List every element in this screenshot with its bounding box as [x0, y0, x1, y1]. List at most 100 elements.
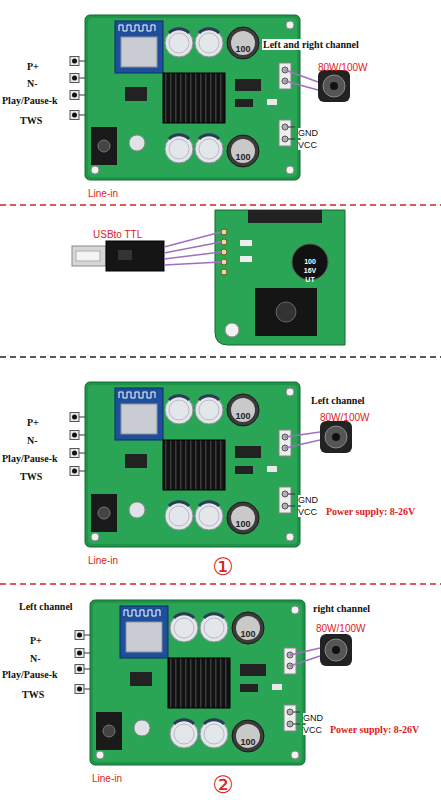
label-holder: Line-in: [92, 768, 122, 786]
divider: [0, 583, 441, 585]
label-holder: 100: [235, 405, 250, 423]
usb-plug: [76, 251, 100, 261]
callout-label: 80W/100W: [318, 62, 367, 73]
label-holder: Left and right channel: [262, 34, 360, 52]
callout-label: Line-in: [92, 773, 122, 784]
label-holder: Line-in: [88, 183, 118, 201]
label-holder: P+: [27, 412, 39, 430]
speaker: [318, 70, 350, 102]
component-marking: 100: [235, 44, 250, 54]
button: [75, 631, 84, 640]
component-marking: 100: [235, 411, 250, 421]
callout-label: 80W/100W: [316, 623, 365, 634]
label-holder: N-: [27, 430, 38, 448]
speaker-wires: [285, 432, 320, 448]
button-label: Play/Pause-k: [2, 453, 58, 464]
label-holder: Power supply: 8-26V: [326, 501, 415, 519]
label-holder: Left channel: [18, 596, 74, 614]
label-holder: 100: [235, 38, 250, 56]
callout-label: Line-in: [88, 555, 118, 566]
resistor: [240, 240, 252, 246]
usb-ttl-module: [118, 250, 132, 260]
label-holder: Play/Pause-k: [2, 664, 58, 682]
label-holder: ②: [212, 771, 234, 799]
button-label: Play/Pause-k: [2, 95, 58, 106]
button: [70, 57, 79, 66]
label-holder: 16V: [304, 259, 316, 277]
label-holder: 80W/100W: [316, 618, 365, 636]
button: [75, 665, 84, 674]
label-holder: 100: [304, 250, 316, 268]
callout-label: 80W/100W: [320, 412, 369, 423]
button: [70, 431, 79, 440]
usb-ttl-module: [106, 241, 164, 271]
label-holder: 80W/100W: [320, 407, 369, 425]
power-note: Power supply: 8-26V: [326, 506, 415, 517]
label-holder: 100: [235, 146, 250, 164]
label-holder: Left channel: [310, 390, 366, 408]
component-marking: 100: [240, 629, 255, 639]
pin-name: GND: [303, 713, 323, 723]
label-holder: UT: [305, 268, 314, 286]
label-holder: VCC: [298, 501, 317, 519]
label-holder: Power supply: 8-26V: [330, 719, 419, 737]
button: [70, 449, 79, 458]
label-holder: Line-in: [88, 550, 118, 568]
channel-title: right channel: [312, 603, 371, 614]
label-holder: 100: [240, 623, 255, 641]
button-label: N-: [30, 653, 41, 664]
power-note: Power supply: 8-26V: [330, 724, 419, 735]
amplifier-board: [90, 600, 305, 765]
speaker-wires: [285, 70, 318, 90]
button: [70, 91, 79, 100]
label-holder: Play/Pause-k: [2, 448, 58, 466]
label-holder: ①: [212, 553, 234, 581]
audio-jack: [276, 302, 296, 322]
label-holder: TWS: [20, 110, 42, 128]
mounting-hole: [225, 323, 239, 337]
label-holder: P+: [27, 56, 39, 74]
button: [70, 74, 79, 83]
button: [75, 685, 84, 694]
label-holder: USBto TTL: [93, 224, 142, 242]
pin-name: VCC: [298, 507, 317, 517]
label-holder: TWS: [20, 466, 42, 484]
component-marking: 100: [240, 737, 255, 747]
component-marking: UT: [305, 276, 314, 283]
button-label: Play/Pause-k: [2, 669, 58, 680]
label-holder: 100: [240, 731, 255, 749]
component-marking: 16V: [304, 267, 316, 274]
button-label: N-: [27, 435, 38, 446]
usb-plug: [72, 246, 106, 266]
label-holder: VCC: [298, 134, 317, 152]
amplifier-board: [85, 382, 300, 547]
callout-label: USBto TTL: [93, 229, 142, 240]
label-holder: N-: [27, 73, 38, 91]
label-holder: Play/Pause-k: [2, 90, 58, 108]
connector: [248, 210, 322, 223]
pin-header: [221, 229, 227, 275]
callout-label: Line-in: [88, 188, 118, 199]
button: [75, 649, 84, 658]
label-holder: 100: [235, 513, 250, 531]
serial-wires: [164, 232, 221, 265]
label-holder: GND: [303, 707, 323, 725]
button: [70, 111, 79, 120]
resistor: [240, 256, 252, 262]
button: [70, 413, 79, 422]
pin-name: GND: [298, 495, 318, 505]
button-label: TWS: [20, 115, 42, 126]
label-holder: 80W/100W: [318, 57, 367, 75]
callout-number: ②: [212, 771, 234, 799]
pin-name: VCC: [303, 725, 322, 735]
pin-name: GND: [298, 128, 318, 138]
button-label: N-: [27, 78, 38, 89]
component-marking: 100: [235, 519, 250, 529]
button: [70, 467, 79, 476]
label-holder: GND: [298, 122, 318, 140]
label-holder: GND: [298, 489, 318, 507]
component-marking: 100: [235, 152, 250, 162]
label-holder: N-: [30, 648, 41, 666]
speaker: [320, 634, 352, 666]
